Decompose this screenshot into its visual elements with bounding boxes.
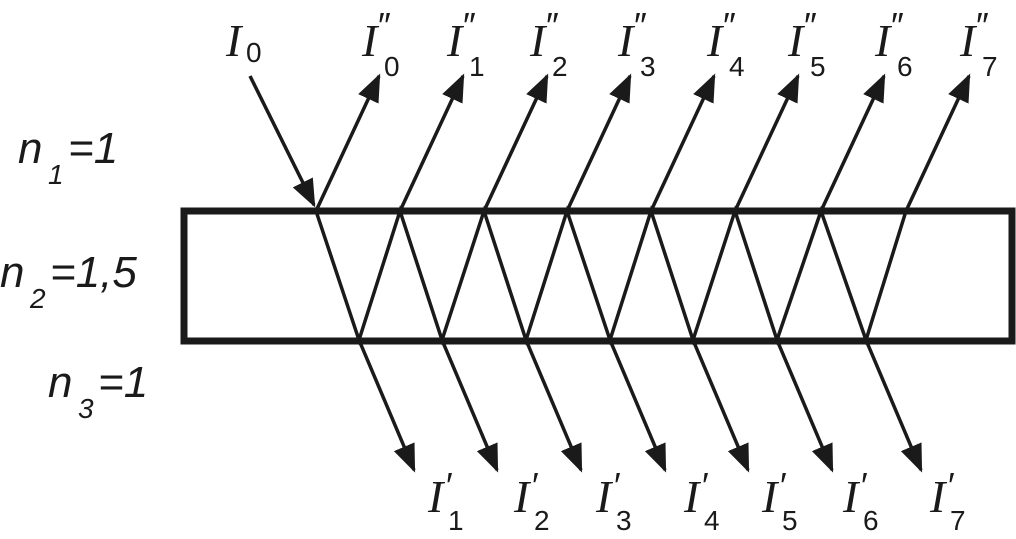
- incident-label: I 0: [225, 15, 262, 68]
- n1-symbol: n: [18, 124, 42, 173]
- incident-symbol: I: [225, 15, 244, 66]
- reflected-symbol: I: [446, 15, 465, 66]
- transmitted-label-6: I′6: [842, 465, 879, 536]
- transmitted-mark: ′: [446, 465, 453, 506]
- transmitted-symbol: I: [513, 471, 532, 522]
- transmitted-ray-6: [775, 339, 834, 473]
- reflected-mark: ″: [723, 5, 736, 46]
- transmitted-ray-4: [608, 339, 667, 473]
- transmitted-rays: [357, 339, 923, 473]
- transmitted-symbol: I: [842, 471, 861, 522]
- reflected-ray-3: [565, 73, 632, 212]
- reflected-ray-1: [398, 73, 465, 212]
- transmitted-symbol: I: [595, 471, 614, 522]
- transmitted-label-3: I′3: [595, 465, 632, 536]
- reflected-symbol: I: [617, 15, 636, 66]
- transmitted-subscript: 3: [616, 505, 632, 536]
- transmitted-subscript: 6: [863, 505, 879, 536]
- reflected-mark: ″: [378, 5, 391, 46]
- transmitted-mark: ′: [702, 465, 709, 506]
- transmitted-ray-3: [524, 339, 583, 473]
- transmitted-mark: ′: [532, 465, 539, 506]
- reflected-symbol: I: [529, 15, 548, 66]
- reflected-symbol: I: [787, 15, 806, 66]
- reflected-label-6: I″ 6: [874, 5, 913, 82]
- reflected-subscript: 1: [469, 51, 485, 82]
- reflected-subscript: 3: [640, 51, 656, 82]
- transmitted-mark: ′: [614, 465, 621, 506]
- transmitted-ray-7: [864, 339, 923, 473]
- transmitted-mark: ′: [780, 465, 787, 506]
- transmitted-subscript: 1: [448, 505, 464, 536]
- reflected-ray-6: [819, 73, 886, 212]
- reflected-subscript: 0: [384, 51, 400, 82]
- transmitted-ray-5: [691, 339, 750, 473]
- n3-subscript: 3: [78, 393, 94, 424]
- reflected-ray-4: [649, 73, 716, 212]
- medium-label-n3: n 3 =1: [48, 358, 148, 424]
- reflected-mark: ″: [976, 5, 989, 46]
- n2-symbol: n: [0, 248, 24, 297]
- reflected-mark: ″: [634, 5, 647, 46]
- transmitted-symbol: I: [427, 471, 446, 522]
- n2-subscript: 2: [29, 283, 46, 314]
- reflected-subscript: 7: [982, 51, 998, 82]
- reflected-mark: ″: [891, 5, 904, 46]
- reflected-labels: I″0I″1I″2I″3I″4I″5I″6I″7: [361, 5, 998, 82]
- transmitted-mark: ′: [861, 465, 868, 506]
- incident-subscript: 0: [246, 37, 262, 68]
- medium-label-n1: n 1 =1: [18, 124, 118, 190]
- n1-subscript: 1: [48, 159, 64, 190]
- reflected-mark: ″: [546, 5, 559, 46]
- reflected-label-1: I″ 1: [446, 5, 485, 82]
- transmitted-ray-1: [357, 339, 416, 473]
- reflected-symbol: I: [959, 15, 978, 66]
- transmitted-label-4: I′4: [683, 465, 720, 536]
- internal-zigzag: [314, 205, 908, 346]
- transmitted-label-1: I′1: [427, 465, 464, 536]
- reflected-symbol: I: [874, 15, 893, 66]
- n3-symbol: n: [48, 358, 72, 407]
- film-slab: [180, 207, 1016, 345]
- reflected-ray-7: [904, 73, 971, 212]
- reflected-subscript: 5: [810, 51, 826, 82]
- n1-value: =1: [68, 124, 118, 173]
- reflected-subscript: 2: [552, 51, 568, 82]
- transmitted-label-7: I′7: [929, 465, 966, 536]
- reflected-ray-2: [482, 73, 549, 212]
- transmitted-subscript: 4: [704, 505, 720, 536]
- transmitted-symbol: I: [683, 471, 702, 522]
- incident-ray: [248, 75, 316, 208]
- reflected-symbol: I: [361, 15, 380, 66]
- reflected-subscript: 6: [897, 51, 913, 82]
- reflected-rays: [314, 73, 971, 212]
- reflected-label-3: I″ 3: [617, 5, 656, 82]
- transmitted-label-5: I′5: [761, 465, 798, 536]
- transmitted-label-2: I′2: [513, 465, 550, 536]
- reflected-subscript: 4: [729, 51, 745, 82]
- transmitted-subscript: 5: [782, 505, 798, 536]
- transmitted-subscript: 7: [950, 505, 966, 536]
- transmitted-symbol: I: [929, 471, 948, 522]
- n2-value: =1,5: [50, 248, 137, 297]
- reflected-symbol: I: [706, 15, 725, 66]
- reflected-label-7: I″ 7: [959, 5, 998, 82]
- reflected-label-0: I″ 0: [361, 5, 400, 82]
- n3-value: =1: [98, 358, 148, 407]
- transmitted-mark: ′: [948, 465, 955, 506]
- reflected-mark: ″: [804, 5, 817, 46]
- reflected-label-2: I″ 2: [529, 5, 568, 82]
- reflected-ray-0: [314, 73, 381, 212]
- transmitted-subscript: 2: [534, 505, 550, 536]
- reflected-mark: ″: [463, 5, 476, 46]
- reflected-label-5: I″ 5: [787, 5, 826, 82]
- transmitted-ray-2: [440, 339, 499, 473]
- reflected-ray-5: [733, 73, 800, 212]
- medium-label-n2: n 2 =1,5: [0, 248, 137, 314]
- transmitted-symbol: I: [761, 471, 780, 522]
- reflected-label-4: I″ 4: [706, 5, 745, 82]
